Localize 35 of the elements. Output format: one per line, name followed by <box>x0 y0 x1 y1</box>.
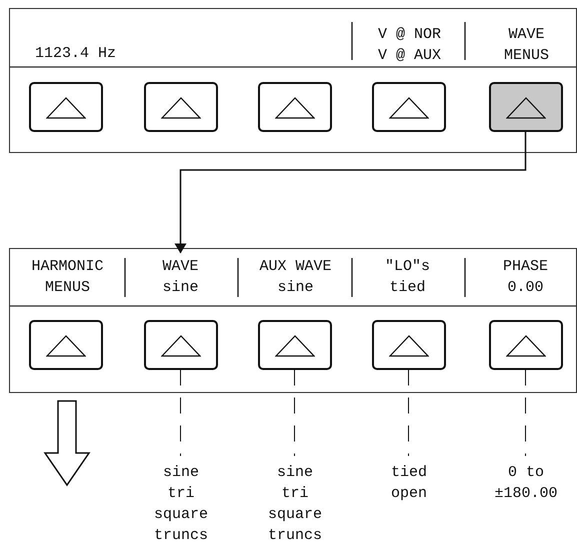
display-text: 0.00 <box>507 278 544 298</box>
display-text: V @ AUX <box>378 46 441 66</box>
display-text: WAVE MENUS <box>502 24 550 66</box>
display-panel <box>9 248 577 393</box>
dashed-line <box>294 369 295 456</box>
display-text: HARMONIC MENUS <box>30 256 104 298</box>
display-text: V @ NOR <box>378 24 441 44</box>
display-text: AUX WAVE <box>259 256 332 276</box>
hollow-down-arrow <box>44 400 90 486</box>
display-text: "LO"s <box>384 256 430 276</box>
option-list: 0 to ±180.00 <box>491 462 561 504</box>
arrow <box>174 132 526 254</box>
softkey-button <box>258 320 332 370</box>
option-list: sine tri square truncs <box>150 462 212 546</box>
softkey-button <box>372 82 446 132</box>
softkey-button <box>372 320 446 370</box>
display-text: sine <box>277 278 314 298</box>
softkey-button <box>258 82 332 132</box>
display-text: PHASE <box>502 256 548 276</box>
softkey-button <box>144 320 218 370</box>
dashed-line <box>180 369 181 456</box>
display-text: WAVE <box>162 256 198 276</box>
display-text: sine <box>162 278 198 298</box>
dashed-line <box>408 369 409 456</box>
softkey-button <box>144 82 218 132</box>
option-list: tied open <box>384 462 434 504</box>
display-panel <box>9 8 577 153</box>
softkey-button <box>488 82 562 132</box>
softkey-button <box>28 320 102 370</box>
softkey-button <box>488 320 562 370</box>
display-text: 1123.4 Hz <box>34 44 116 64</box>
softkey-button <box>28 82 102 132</box>
dashed-line <box>525 369 526 456</box>
display-text: tied <box>389 278 426 298</box>
option-list: sine tri square truncs <box>264 462 326 546</box>
